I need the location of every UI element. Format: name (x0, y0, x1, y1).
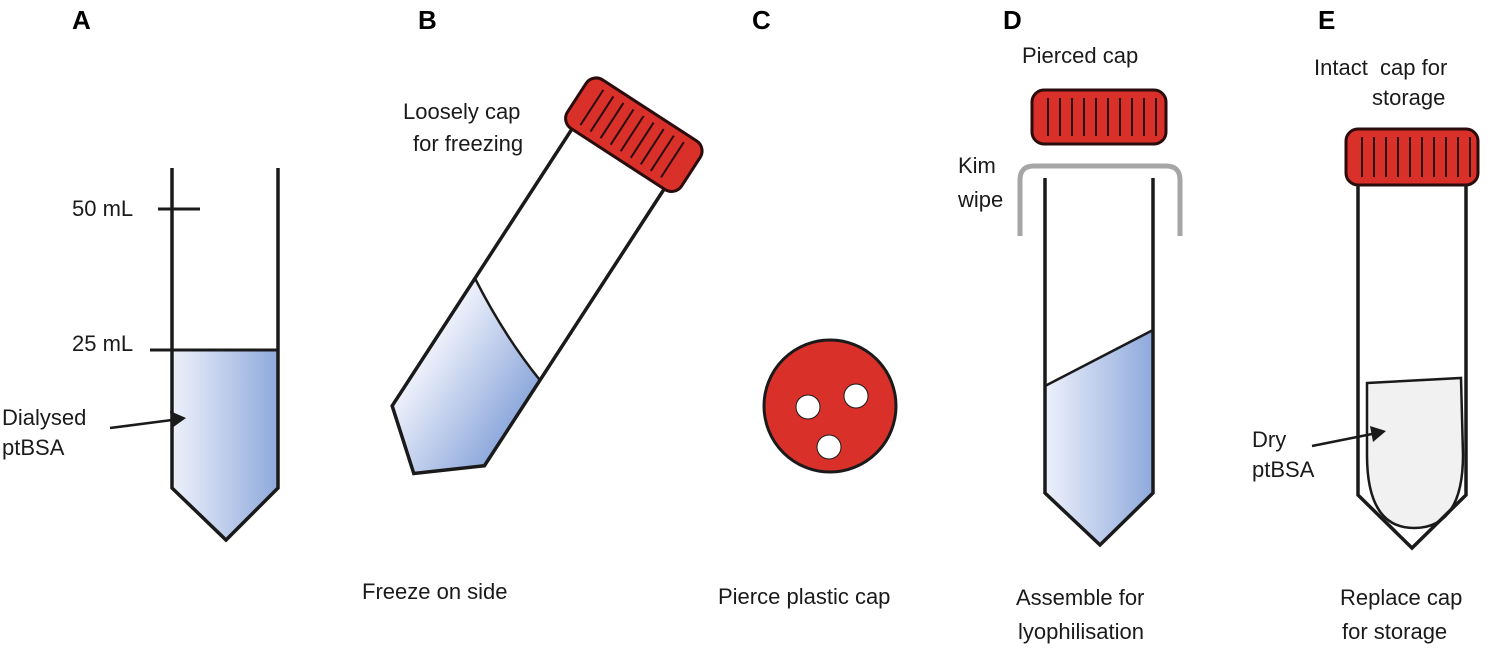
cap-b (564, 76, 704, 193)
pointer-arrow-head-e (1370, 426, 1386, 442)
label-for-freezing: for freezing (413, 131, 524, 156)
tube-e-outline (1356, 185, 1468, 551)
tube-d (1017, 88, 1183, 548)
pierced-cap-top-view (762, 338, 898, 474)
panel-letter-e: E (1318, 5, 1336, 35)
caption-freeze-on-side: Freeze on side (362, 579, 508, 604)
liquid-b (392, 278, 540, 474)
pointer-arrow-line-e (1311, 432, 1373, 448)
label-dry: Dry (1252, 427, 1287, 452)
label-wipe: wipe (958, 187, 1004, 212)
kim-wipe (1017, 163, 1183, 236)
liquid-d (1045, 330, 1153, 545)
tube-e (1311, 127, 1480, 551)
label-intact-cap: Intact cap for (1314, 55, 1448, 80)
cap-e (1344, 127, 1480, 187)
panel-letter-c: C (752, 5, 771, 35)
liquid-d-surface (1044, 328, 1154, 388)
pointer-arrow-head-a (170, 411, 186, 428)
label-loosely-cap: Loosely cap (403, 99, 521, 124)
caption-for-storage: for storage (1342, 619, 1448, 644)
panel-letter-d: D (1003, 5, 1022, 35)
liquid-b-surface (473, 277, 541, 381)
label-kim: Kim (958, 153, 996, 178)
panel-letter-b: B (418, 5, 437, 35)
label-dialysed: Dialysed (2, 405, 87, 430)
liquid-a (172, 350, 278, 540)
panel-letter-a: A (72, 5, 91, 35)
tube-b-outline (390, 128, 666, 476)
label-25ml: 25 mL (72, 331, 134, 356)
cap-d (1030, 88, 1168, 146)
tube-a (109, 168, 280, 543)
caption-replace-cap: Replace cap (1340, 585, 1463, 610)
tube-b (390, 76, 704, 476)
caption-lyophilisation: lyophilisation (1018, 619, 1144, 644)
dry-powder-e (1365, 376, 1465, 530)
hole-1 (795, 394, 821, 420)
label-pierced-cap: Pierced cap (1022, 43, 1139, 68)
tube-d-outline (1043, 178, 1155, 548)
hole-2 (843, 383, 869, 409)
pointer-arrow-line-a (109, 418, 173, 430)
hole-3 (816, 434, 842, 460)
caption-assemble-for: Assemble for (1016, 585, 1145, 610)
caption-pierce-plastic-cap: Pierce plastic cap (718, 584, 891, 609)
label-storage: storage (1372, 85, 1446, 110)
tube-a-outline (170, 168, 280, 543)
label-ptbsa-a: ptBSA (2, 435, 65, 460)
label-ptbsa-e: ptBSA (1252, 457, 1315, 482)
label-50ml: 50 mL (72, 196, 134, 221)
